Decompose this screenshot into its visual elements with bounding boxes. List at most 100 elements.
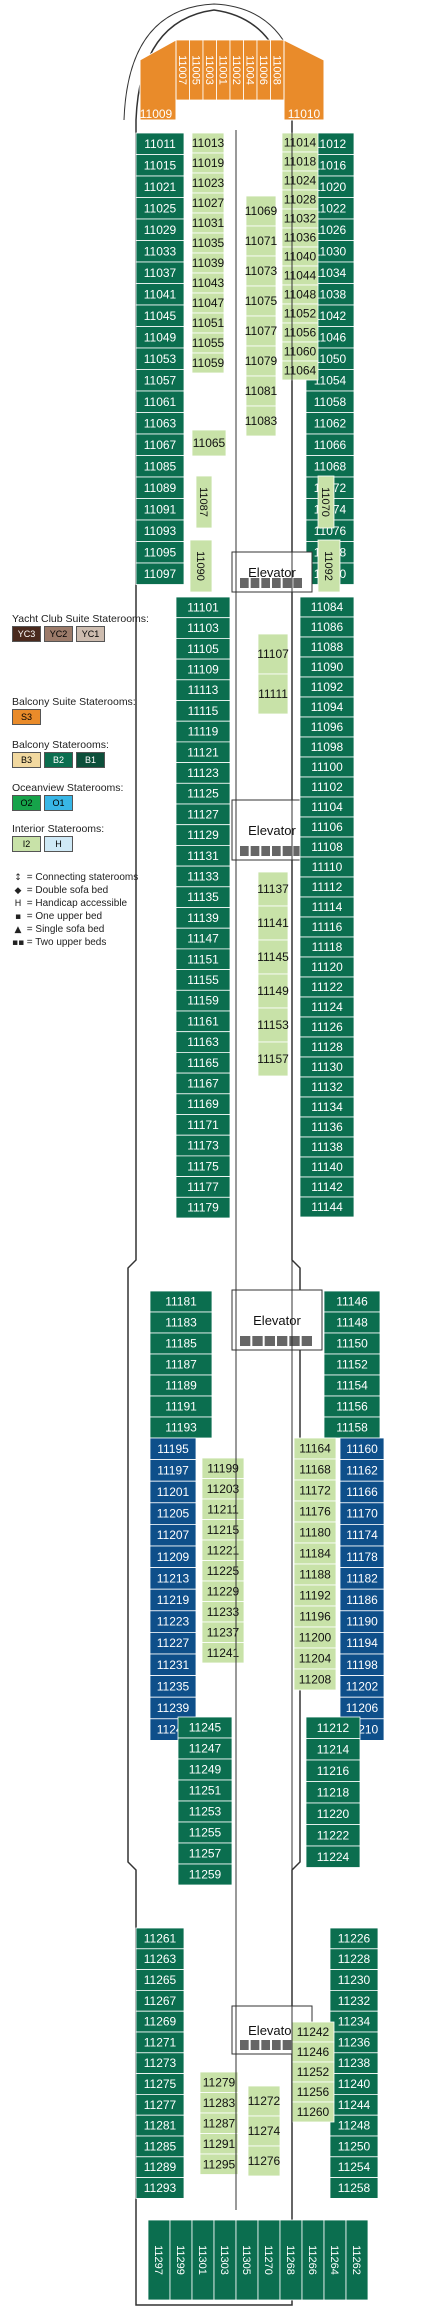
- cabin-11180[interactable]: 11180: [293, 1521, 337, 1544]
- cabin-11105[interactable]: 11105: [175, 638, 231, 660]
- cabin-11224[interactable]: 11224: [305, 1845, 361, 1868]
- cabin-11249[interactable]: 11249: [177, 1758, 233, 1781]
- cabin-11079[interactable]: 11079: [245, 345, 278, 377]
- cabin-11162[interactable]: 11162: [339, 1459, 385, 1482]
- cabin-11216[interactable]: 11216: [305, 1759, 361, 1782]
- cabin-11055[interactable]: 11055: [191, 332, 225, 354]
- cabin-11233[interactable]: 11233: [201, 1601, 245, 1623]
- cabin-11098[interactable]: 11098: [299, 736, 355, 758]
- cabin-11130[interactable]: 11130: [299, 1056, 355, 1078]
- cabin-11190[interactable]: 11190: [339, 1610, 385, 1633]
- cabin-11182[interactable]: 11182: [339, 1567, 385, 1590]
- cabin-11272[interactable]: 11272: [247, 2085, 281, 2117]
- cabin-11131[interactable]: 11131: [175, 845, 231, 867]
- cabin-11151[interactable]: 11151: [175, 948, 231, 971]
- cabin-11101[interactable]: 11101: [175, 596, 231, 619]
- cabin-11185[interactable]: 11185: [149, 1332, 213, 1355]
- cabin-11044[interactable]: 11044: [281, 265, 319, 286]
- cabin-11163[interactable]: 11163: [175, 1031, 231, 1053]
- cabin-11220[interactable]: 11220: [305, 1802, 361, 1825]
- cabin-11228[interactable]: 11228: [329, 1948, 379, 1971]
- cabin-11206[interactable]: 11206: [339, 1696, 385, 1720]
- cabin-11053[interactable]: 11053: [135, 347, 185, 370]
- cabin-11060[interactable]: 11060: [281, 341, 319, 362]
- cabin-11247[interactable]: 11247: [177, 1737, 233, 1760]
- cabin-11201[interactable]: 11201: [149, 1480, 197, 1504]
- cabin-11259[interactable]: 11259: [177, 1863, 233, 1886]
- cabin-11061[interactable]: 11061: [135, 390, 185, 413]
- cabin-11158[interactable]: 11158: [323, 1416, 381, 1439]
- cabin-11032[interactable]: 11032: [281, 208, 319, 229]
- cabin-11199[interactable]: 11199: [201, 1457, 245, 1479]
- cabin-11111[interactable]: 11111: [257, 673, 289, 715]
- cabin-11263[interactable]: 11263: [135, 1948, 185, 1971]
- cabin-11019[interactable]: 11019: [191, 152, 225, 174]
- cabin-11097[interactable]: 11097: [135, 562, 185, 585]
- cabin-11014[interactable]: 11014: [281, 132, 319, 153]
- cabin-11255[interactable]: 11255: [177, 1821, 233, 1844]
- cabin-11223[interactable]: 11223: [149, 1610, 197, 1633]
- cabin-11067[interactable]: 11067: [135, 433, 185, 456]
- cabin-11188[interactable]: 11188: [293, 1563, 337, 1586]
- cabin-11063[interactable]: 11063: [135, 412, 185, 435]
- cabin-11241[interactable]: 11241: [201, 1642, 245, 1664]
- cabin-11215[interactable]: 11215: [201, 1519, 245, 1541]
- cabin-11172[interactable]: 11172: [293, 1479, 337, 1502]
- cabin-11109[interactable]: 11109: [175, 658, 231, 681]
- cabin-11293[interactable]: 11293: [135, 2177, 185, 2199]
- cabin-11248[interactable]: 11248: [329, 2114, 379, 2137]
- cabin-11069[interactable]: 11069: [245, 195, 278, 227]
- cabin-11140[interactable]: 11140: [299, 1156, 355, 1178]
- cabin-11283[interactable]: 11283: [199, 2092, 239, 2114]
- cabin-11186[interactable]: 11186: [339, 1588, 385, 1612]
- cabin-11139[interactable]: 11139: [175, 907, 231, 929]
- cabin-11242[interactable]: 11242: [291, 2021, 335, 2043]
- cabin-11028[interactable]: 11028: [281, 189, 319, 210]
- cabin-11129[interactable]: 11129: [175, 824, 231, 846]
- cabin-11118[interactable]: 11118: [299, 936, 355, 958]
- cabin-11021[interactable]: 11021: [135, 175, 185, 198]
- cabin-11153[interactable]: 11153: [257, 1007, 289, 1043]
- cabin-11254[interactable]: 11254: [329, 2156, 379, 2179]
- cabin-11194[interactable]: 11194: [339, 1632, 385, 1655]
- cabin-11024[interactable]: 11024: [281, 170, 319, 191]
- cabin-11126[interactable]: 11126: [299, 1016, 355, 1038]
- cabin-11156[interactable]: 11156: [323, 1395, 381, 1418]
- cabin-11229[interactable]: 11229: [201, 1580, 245, 1602]
- cabin-11203[interactable]: 11203: [201, 1478, 245, 1500]
- cabin-11167[interactable]: 11167: [175, 1072, 231, 1095]
- cabin-11268[interactable]: 11268: [279, 2219, 303, 2301]
- cabin-11091[interactable]: 11091: [135, 498, 185, 521]
- cabin-11031[interactable]: 11031: [191, 212, 225, 234]
- cabin-11128[interactable]: 11128: [299, 1036, 355, 1058]
- cabin-11121[interactable]: 11121: [175, 741, 231, 764]
- cabin-11191[interactable]: 11191: [149, 1395, 213, 1418]
- cabin-11196[interactable]: 11196: [293, 1605, 337, 1628]
- cabin-11214[interactable]: 11214: [305, 1738, 361, 1761]
- cabin-11207[interactable]: 11207: [149, 1524, 197, 1547]
- cabin-11289[interactable]: 11289: [135, 2156, 185, 2179]
- cabin-11036[interactable]: 11036: [281, 227, 319, 248]
- cabin-11285[interactable]: 11285: [135, 2135, 185, 2158]
- cabin-11211[interactable]: 11211: [201, 1498, 245, 1520]
- cabin-11084[interactable]: 11084: [299, 596, 355, 618]
- cabin-11198[interactable]: 11198: [339, 1653, 385, 1677]
- cabin-11252[interactable]: 11252: [291, 2061, 335, 2083]
- cabin-11291[interactable]: 11291: [199, 2133, 239, 2155]
- cabin-11150[interactable]: 11150: [323, 1332, 381, 1355]
- cabin-11244[interactable]: 11244: [329, 2093, 379, 2116]
- cabin-11122[interactable]: 11122: [299, 976, 355, 998]
- cabin-11232[interactable]: 11232: [329, 1990, 379, 2012]
- cabin-11102[interactable]: 11102: [299, 776, 355, 798]
- cabin-11015[interactable]: 11015: [135, 154, 185, 177]
- cabin-11251[interactable]: 11251: [177, 1779, 233, 1802]
- cabin-11261[interactable]: 11261: [135, 1927, 185, 1950]
- cabin-11262[interactable]: 11262: [345, 2219, 369, 2301]
- cabin-11124[interactable]: 11124: [299, 996, 355, 1018]
- cabin-11125[interactable]: 11125: [175, 782, 231, 805]
- cabin-11005[interactable]: 11005: [189, 39, 204, 101]
- cabin-11108[interactable]: 11108: [299, 836, 355, 858]
- cabin-11093[interactable]: 11093: [135, 519, 185, 542]
- cabin-11004[interactable]: 11004: [243, 39, 258, 101]
- cabin-11094[interactable]: 11094: [299, 696, 355, 718]
